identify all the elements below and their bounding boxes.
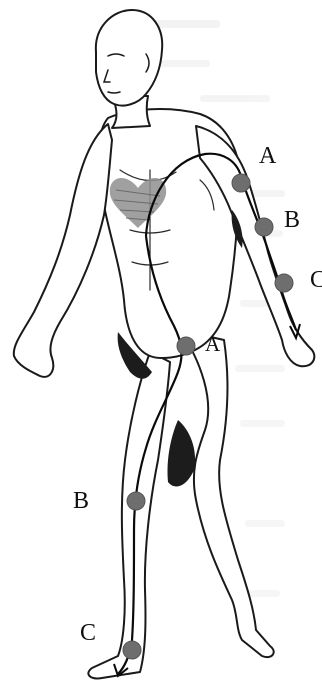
arm-label-b: B — [284, 208, 300, 232]
arm-point-b — [255, 218, 273, 236]
leg-point-b — [127, 492, 145, 510]
back-leg — [88, 352, 170, 678]
arm-point-a — [232, 174, 250, 192]
arm-point-c — [275, 274, 293, 292]
leg-label-b: B — [73, 489, 89, 513]
shadow-knee — [167, 420, 195, 486]
front-leg — [180, 330, 274, 657]
arm-label-c: C — [310, 268, 322, 292]
body-outline — [14, 10, 315, 678]
leg-point-a — [177, 337, 195, 355]
arm-label-a: A — [259, 144, 276, 168]
head — [96, 10, 162, 106]
back-arm — [14, 124, 112, 377]
leg-label-c: C — [80, 621, 96, 645]
leg-label-a: A — [205, 334, 220, 355]
leg-point-c — [123, 641, 141, 659]
